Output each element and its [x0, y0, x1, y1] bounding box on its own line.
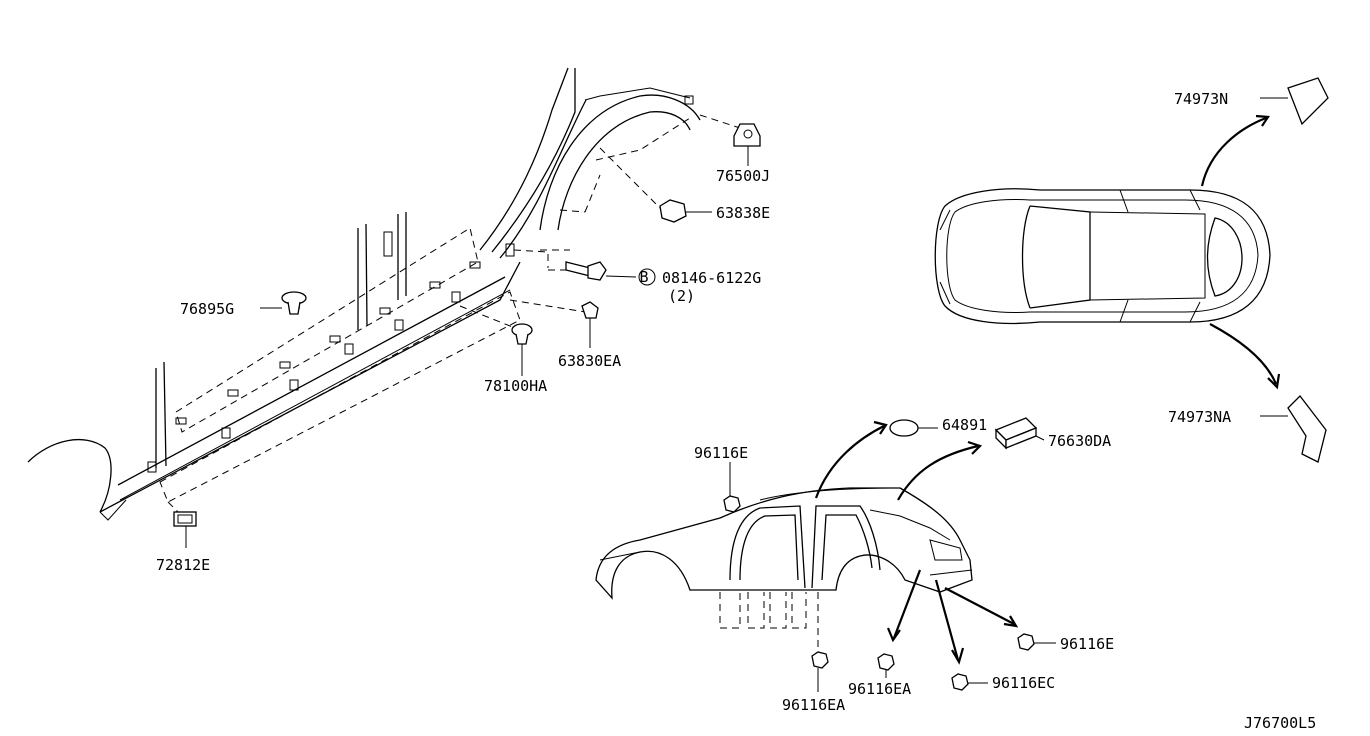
label-76500J: 76500J	[716, 167, 770, 185]
label-96116E-top: 96116E	[694, 444, 748, 462]
arrow-96116E-right	[944, 587, 1015, 625]
label-78100HA: 78100HA	[484, 377, 547, 395]
label-74973N: 74973N	[1174, 90, 1228, 108]
label-96116E-right: 96116E	[1060, 635, 1114, 653]
arrowhead-96116E-right	[1003, 615, 1019, 628]
arrow-96116EA-mid	[892, 569, 922, 639]
clip-72812E-icon	[173, 511, 197, 548]
arrow-74973N	[1200, 116, 1267, 187]
car-top-view	[934, 188, 1271, 325]
label-63830EA: 63830EA	[558, 352, 621, 370]
label-96116EA-left: 96116EA	[782, 696, 845, 714]
arrowhead-96116EA-mid	[886, 627, 901, 643]
moulding-74973N-icon	[1260, 77, 1329, 126]
nut-96116EA-left-icon	[811, 651, 829, 692]
pad-76630DA-icon	[994, 417, 1045, 450]
arrowhead-76630DA	[967, 440, 983, 455]
clip-76895G-icon	[260, 291, 307, 315]
body-shell	[595, 487, 973, 650]
nut-96116EA-mid-icon	[877, 653, 895, 678]
label-76630DA: 76630DA	[1048, 432, 1111, 450]
label-96116EA-mid: 96116EA	[848, 680, 911, 698]
label-96116EC: 96116EC	[992, 674, 1055, 692]
arrowhead-64891	[873, 420, 888, 435]
arrowhead-74973N	[1255, 114, 1270, 127]
label-72812E: 72812E	[156, 556, 210, 574]
arrow-64891	[814, 425, 885, 499]
label-08146-qty: (2)	[668, 287, 695, 305]
arrow-76630DA	[897, 444, 979, 501]
badge-b: B	[639, 268, 648, 286]
moulding-74973NA-icon	[1260, 395, 1327, 463]
label-74973NA: 74973NA	[1168, 408, 1231, 426]
clip-76500J-icon	[733, 123, 761, 166]
arrowhead-96116EC	[951, 647, 965, 665]
label-76895G: 76895G	[180, 300, 234, 318]
label-63838E: 63838E	[716, 204, 770, 222]
arrow-96116EC	[934, 579, 960, 661]
plug-64891-icon	[889, 419, 938, 437]
clip-63830EA-icon	[581, 301, 599, 348]
arrow-74973NA	[1209, 323, 1278, 385]
bolt-08146-icon	[565, 261, 656, 286]
nut-96116E-right-icon	[1017, 633, 1056, 651]
nut-96116EC-icon	[951, 673, 988, 691]
clip-78100HA-icon	[511, 323, 533, 376]
diagram-id: J76700L5	[1244, 714, 1316, 732]
label-08146-6122G: 08146-6122G	[662, 269, 761, 287]
side-sill-assembly	[27, 67, 741, 521]
label-64891: 64891	[942, 416, 987, 434]
arrowhead-74973NA	[1267, 373, 1281, 390]
clip-63838E-icon	[659, 199, 712, 223]
nut-96116E-top-icon	[723, 462, 741, 513]
